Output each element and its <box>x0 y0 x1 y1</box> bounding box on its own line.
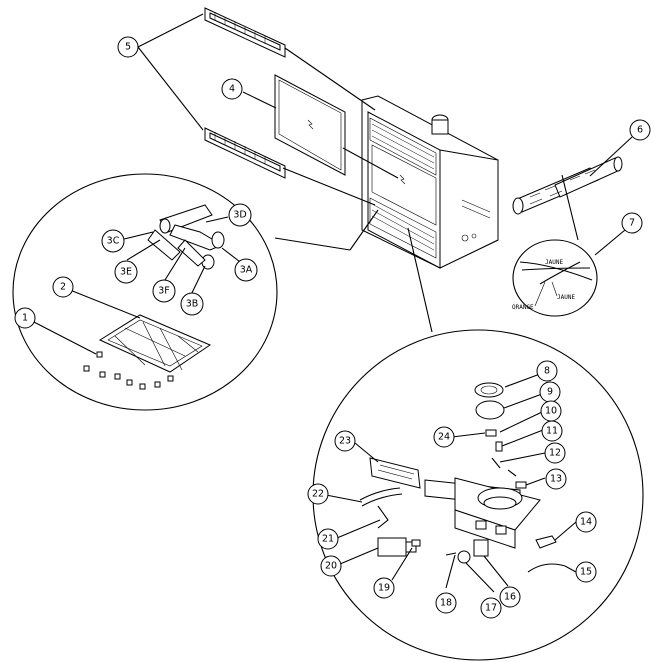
louvre-bottom <box>204 127 286 179</box>
svg-text:23: 23 <box>339 436 351 447</box>
svg-text:22: 22 <box>312 489 324 500</box>
callout-10: 10 <box>540 400 562 422</box>
svg-text:4: 4 <box>229 84 235 95</box>
callout-3a: 3A <box>234 258 258 282</box>
svg-text:17: 17 <box>485 603 497 614</box>
callout-13: 13 <box>545 468 567 490</box>
callout-16: 16 <box>499 586 521 608</box>
svg-text:8: 8 <box>544 366 550 377</box>
svg-text:24: 24 <box>438 432 450 443</box>
svg-text:15: 15 <box>580 567 592 578</box>
louvre-top <box>204 7 286 58</box>
svg-text:20: 20 <box>325 561 337 572</box>
svg-text:12: 12 <box>549 448 561 459</box>
svg-text:6: 6 <box>637 125 643 136</box>
callout-3b: 3B <box>180 292 204 316</box>
callout-23: 23 <box>334 430 356 452</box>
svg-text:21: 21 <box>322 534 334 545</box>
svg-text:5: 5 <box>125 42 131 53</box>
wire-label-orange: ORANGE <box>512 304 534 311</box>
detail-ellipse-left <box>12 173 278 411</box>
callout-3d: 3D <box>228 203 252 227</box>
callout-14: 14 <box>575 511 597 533</box>
svg-text:3E: 3E <box>120 267 132 278</box>
leader-left-ellipse <box>274 237 351 251</box>
svg-text:3B: 3B <box>186 299 199 310</box>
callout-3f: 3F <box>152 279 176 303</box>
svg-text:9: 9 <box>547 387 553 398</box>
grate <box>98 314 212 373</box>
burner-assembly <box>369 457 541 549</box>
fireplace-body <box>361 95 499 269</box>
callout-11: 11 <box>541 420 563 442</box>
svg-text:16: 16 <box>504 592 516 603</box>
callout-3c: 3C <box>101 229 125 253</box>
callout-24: 24 <box>433 426 455 448</box>
callout-12: 12 <box>544 442 566 464</box>
ceramic-logs <box>512 156 623 215</box>
svg-text:3D: 3D <box>233 210 246 221</box>
callout-1: 1 <box>14 307 36 329</box>
callout-4: 4 <box>221 78 243 100</box>
svg-text:3C: 3C <box>107 236 120 247</box>
glass-panel <box>274 74 346 176</box>
svg-text:13: 13 <box>550 474 562 485</box>
callout-20: 20 <box>320 555 342 577</box>
svg-text:11: 11 <box>546 426 558 437</box>
pilot-parts <box>474 382 527 489</box>
log-set <box>147 204 225 270</box>
callout-22: 22 <box>307 483 329 505</box>
wire-detail: JAUNE ORANGE JAUNE <box>512 239 598 317</box>
svg-text:7: 7 <box>629 218 635 229</box>
callout-15: 15 <box>575 561 597 583</box>
callout-9: 9 <box>539 381 561 403</box>
leader-right-circle <box>407 227 433 333</box>
callout-2: 2 <box>52 276 74 298</box>
callout-7: 7 <box>621 212 643 234</box>
leader-lines-top <box>137 13 633 256</box>
callout-18: 18 <box>435 592 457 614</box>
leader-lines-right <box>325 373 577 593</box>
svg-text:10: 10 <box>545 406 557 417</box>
svg-text:1: 1 <box>22 313 28 324</box>
callout-3e: 3E <box>114 260 138 284</box>
callout-8: 8 <box>536 360 558 382</box>
grate-feet <box>83 351 174 390</box>
wire-label-jaune-top: JAUNE <box>545 259 563 266</box>
svg-text:18: 18 <box>440 598 452 609</box>
svg-text:3A: 3A <box>240 265 253 276</box>
svg-text:14: 14 <box>580 517 592 528</box>
callout-19: 19 <box>373 577 395 599</box>
svg-text:2: 2 <box>60 282 66 293</box>
svg-text:3F: 3F <box>158 286 170 297</box>
callout-5: 5 <box>117 36 139 58</box>
callout-21: 21 <box>317 528 339 550</box>
svg-text:19: 19 <box>378 583 390 594</box>
wire-label-jaune-bottom: JAUNE <box>557 294 575 301</box>
gas-valve-parts <box>359 487 566 573</box>
callout-6: 6 <box>629 119 651 141</box>
callout-17: 17 <box>480 597 502 619</box>
